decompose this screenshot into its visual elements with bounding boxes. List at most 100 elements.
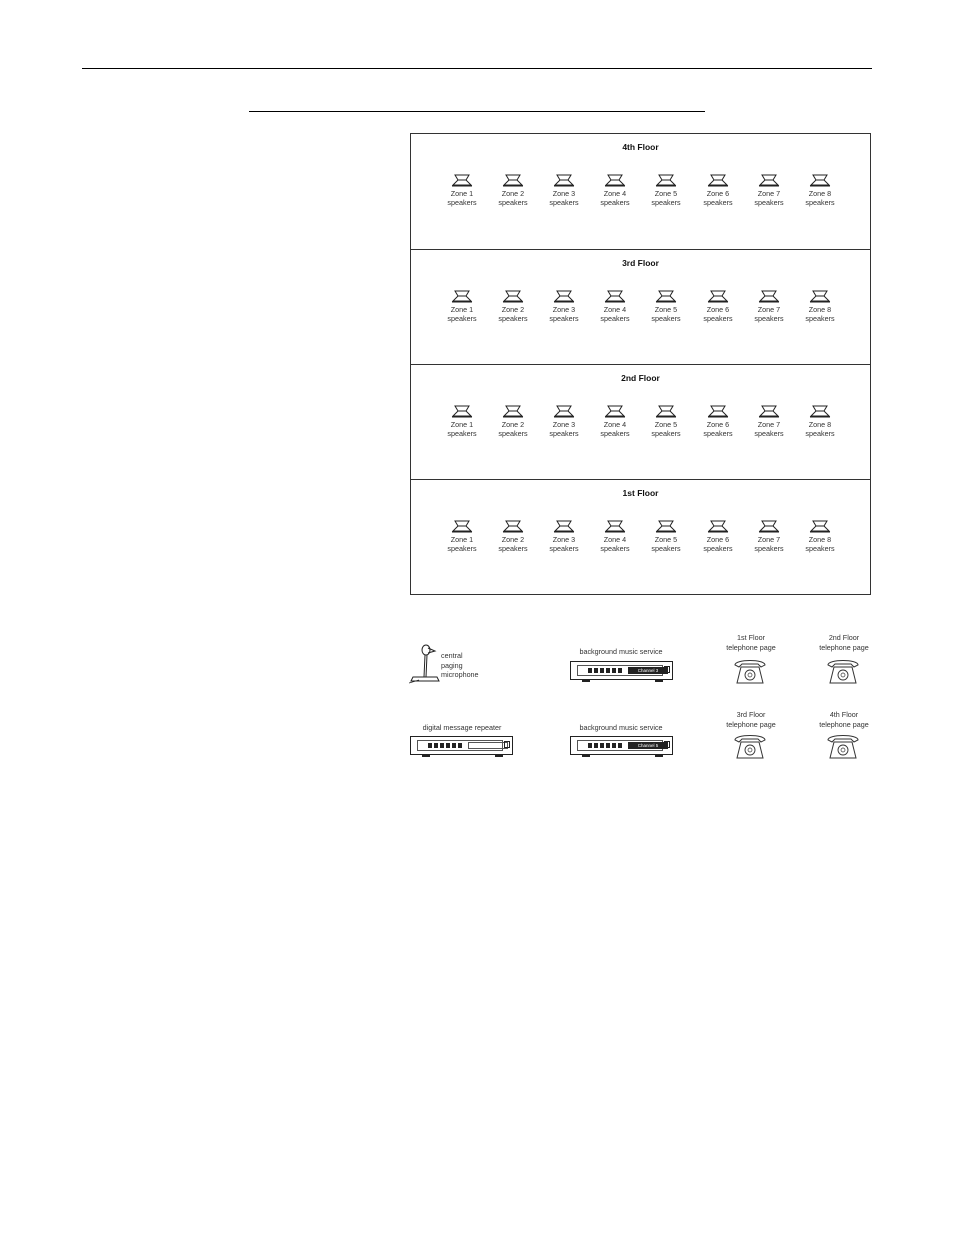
microphone-label-line3: microphone — [441, 670, 479, 679]
speaker-icon — [809, 174, 831, 187]
speaker-icon — [655, 405, 677, 418]
speaker-icon — [655, 290, 677, 303]
microphone-label-line2: paging — [441, 660, 463, 670]
microphone-icon — [409, 644, 440, 684]
zone-kind-label: speakers — [447, 544, 477, 553]
speaker-icon — [707, 290, 729, 303]
zone-label: Zone 2 — [501, 189, 525, 198]
repeater-label: digital message repeater — [422, 723, 502, 732]
zone-kind-label: speakers — [447, 429, 477, 438]
zone-kind-label: speakers — [549, 429, 579, 438]
zone-label: Zone 4 — [603, 189, 627, 198]
music-service-2-display: Channel 5 — [628, 742, 668, 749]
speaker-icon — [707, 174, 729, 187]
zone-label: Zone 2 — [501, 305, 525, 314]
zone-kind-label: speakers — [600, 429, 630, 438]
zone-label: Zone 8 — [808, 305, 832, 314]
zone-label: Zone 6 — [706, 305, 730, 314]
speaker-icon — [553, 290, 575, 303]
zone-kind-label: speakers — [447, 314, 477, 323]
music-player-icon: Channel 5 — [570, 736, 673, 758]
speaker-icon — [604, 290, 626, 303]
zone-label: Zone 6 — [706, 189, 730, 198]
zone-label: Zone 1 — [450, 189, 474, 198]
zone-kind-label: speakers — [600, 314, 630, 323]
microphone-label: central paging microphone — [441, 651, 479, 680]
zone-kind-label: speakers — [447, 198, 477, 207]
phone-3-label-line2: telephone page — [726, 719, 776, 729]
zone-label: Zone 3 — [552, 305, 576, 314]
zone-label: Zone 5 — [654, 420, 678, 429]
zone-label: Zone 2 — [501, 535, 525, 544]
speaker-icon — [451, 290, 473, 303]
speaker-icon — [655, 520, 677, 533]
speaker-icon — [502, 290, 524, 303]
zone-kind-label: speakers — [703, 544, 733, 553]
phone-1-label: 1st Floor telephone page — [722, 633, 780, 652]
speaker-icon — [553, 174, 575, 187]
phone-3-label: 3rd Floor telephone page — [722, 710, 780, 729]
phone-2-label-line2: telephone page — [819, 642, 869, 652]
phone-3-label-line1: 3rd Floor — [736, 710, 766, 719]
floor-title: 3rd Floor — [622, 258, 659, 268]
zone-label: Zone 2 — [501, 420, 525, 429]
zone-kind-label: speakers — [651, 314, 681, 323]
zone-kind-label: speakers — [600, 198, 630, 207]
zone-kind-label: speakers — [651, 544, 681, 553]
speaker-icon — [809, 520, 831, 533]
music-service-1-display: Channel 3 — [628, 667, 668, 674]
phone-4-label-line1: 4th Floor — [829, 710, 859, 719]
floor-title: 1st Floor — [622, 488, 659, 498]
zone-label: Zone 5 — [654, 189, 678, 198]
speaker-icon — [604, 405, 626, 418]
phone-4-label-line2: telephone page — [819, 719, 869, 729]
zone-kind-label: speakers — [703, 314, 733, 323]
music-service-1-label: background music service — [579, 647, 663, 656]
zone-label: Zone 5 — [654, 535, 678, 544]
zone-kind-label: speakers — [805, 198, 835, 207]
telephone-icon — [827, 735, 859, 759]
speaker-icon — [502, 405, 524, 418]
zone-kind-label: speakers — [651, 198, 681, 207]
zone-label: Zone 6 — [706, 535, 730, 544]
speaker-icon — [553, 405, 575, 418]
zone-label: Zone 4 — [603, 420, 627, 429]
floor-title: 2nd Floor — [621, 373, 660, 383]
speaker-icon — [451, 405, 473, 418]
telephone-icon — [734, 660, 766, 684]
zone-label: Zone 8 — [808, 535, 832, 544]
zone-label: Zone 7 — [757, 420, 781, 429]
zone-kind-label: speakers — [805, 544, 835, 553]
zone-kind-label: speakers — [754, 198, 784, 207]
zone-kind-label: speakers — [549, 544, 579, 553]
phone-2-label-line1: 2nd Floor — [828, 633, 860, 642]
zone-kind-label: speakers — [498, 198, 528, 207]
zone-kind-label: speakers — [805, 429, 835, 438]
phone-2-label: 2nd Floor telephone page — [815, 633, 873, 652]
music-service-2-label: background music service — [579, 723, 663, 732]
phone-1-label-line2: telephone page — [726, 642, 776, 652]
title-rule — [249, 111, 705, 112]
